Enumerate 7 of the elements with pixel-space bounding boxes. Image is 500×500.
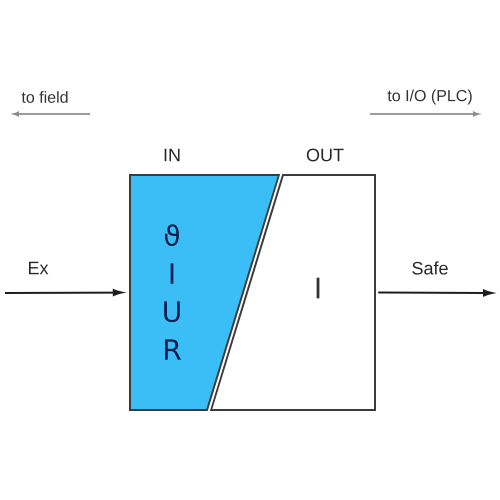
edge-label: Safe <box>412 261 448 275</box>
input-block: IN ϑ I U R <box>129 148 280 411</box>
label-text: to I/O (PLC) <box>388 90 472 104</box>
edge-label: Ex <box>28 262 48 274</box>
node-label: OUT <box>306 148 344 162</box>
label-text: to field <box>22 91 68 103</box>
node-label: IN <box>164 148 180 162</box>
